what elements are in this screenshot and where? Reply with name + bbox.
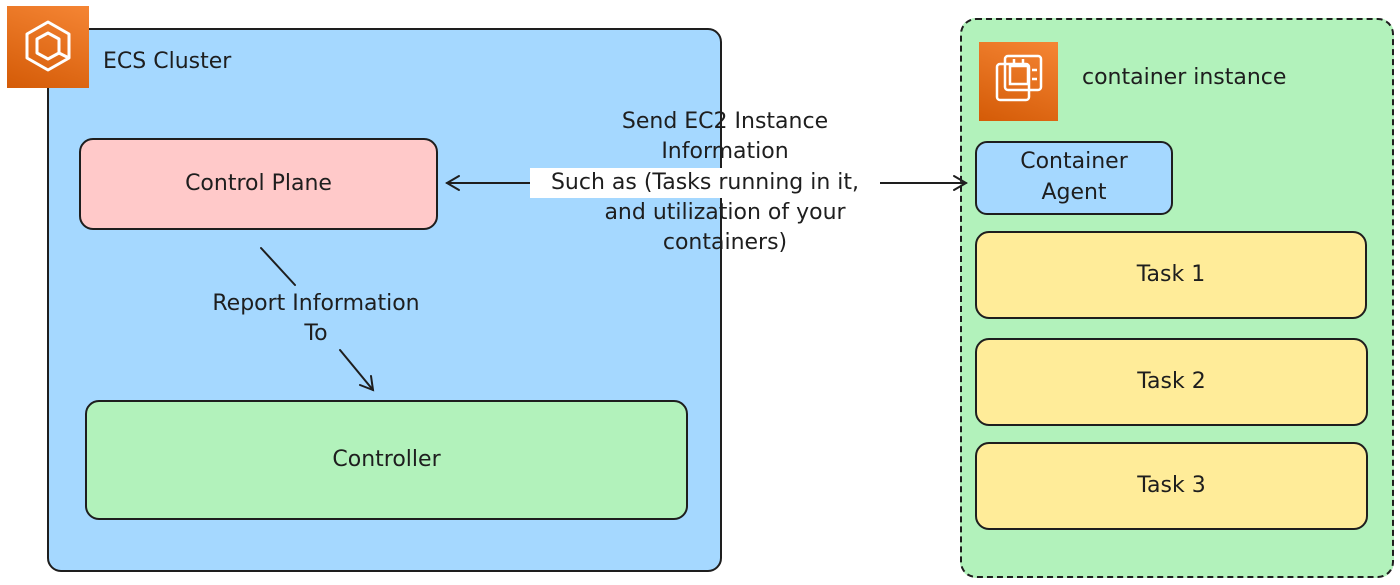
task-node [975,442,1368,530]
instance-title: container instance [1082,65,1287,90]
control-plane-label: Control Plane [185,171,332,196]
report-edge-label-line2: To [304,321,328,346]
task-node [975,231,1367,319]
send-edge-label-line5: containers) [662,230,788,255]
agent-label-line2: Agent [1041,180,1107,205]
ecs-container-icon [7,6,89,88]
container-agent-node [975,141,1173,215]
ec2-chip-icon [979,42,1058,121]
task-label: Task 3 [1137,473,1206,498]
controller-label: Controller [332,447,441,472]
cluster-title: ECS Cluster [103,49,232,74]
report-edge-arrowhead [359,375,375,392]
report-edge-label-line1: Report Information [212,291,420,316]
send-edge-left-arrowhead [445,175,460,191]
report-edge-upper-segment [260,247,296,286]
task-label: Task 1 [1136,262,1206,287]
send-edge-label-line4: and utilization of your [604,200,846,225]
control-plane-node [79,138,438,230]
task-label: Task 2 [1137,369,1206,394]
send-edge-right-arrowhead [953,175,968,191]
send-edge-label-line1: Send EC2 Instance [621,109,829,134]
send-edge-label-line2: Information [661,139,789,164]
agent-label-line1: Container [1020,149,1128,174]
send-edge-label-line3: Such as (Tasks running in it, [530,168,880,198]
report-edge-lower-segment [339,349,374,391]
controller-node [85,400,688,520]
task-node [975,338,1368,426]
